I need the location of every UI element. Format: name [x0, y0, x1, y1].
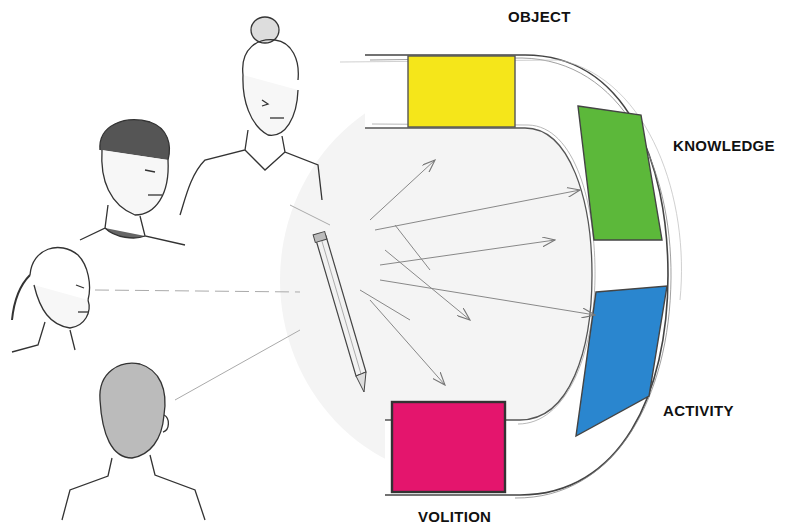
blue-segment [576, 286, 667, 436]
sketch-arrows [95, 160, 595, 400]
person-sketch [62, 363, 205, 520]
pencil [313, 232, 366, 392]
pink-segment [392, 402, 505, 492]
person-sketch [12, 248, 90, 352]
yellow-segment [408, 56, 515, 127]
segment-label: ACTIVITY [663, 402, 734, 419]
person-sketch [80, 120, 185, 245]
segment-label: KNOWLEDGE [673, 137, 775, 154]
cycle-band [340, 55, 682, 498]
segment-label: OBJECT [508, 8, 571, 25]
segment-label: VOLITION [418, 508, 491, 525]
person-sketch [180, 17, 322, 215]
green-segment [578, 106, 662, 240]
